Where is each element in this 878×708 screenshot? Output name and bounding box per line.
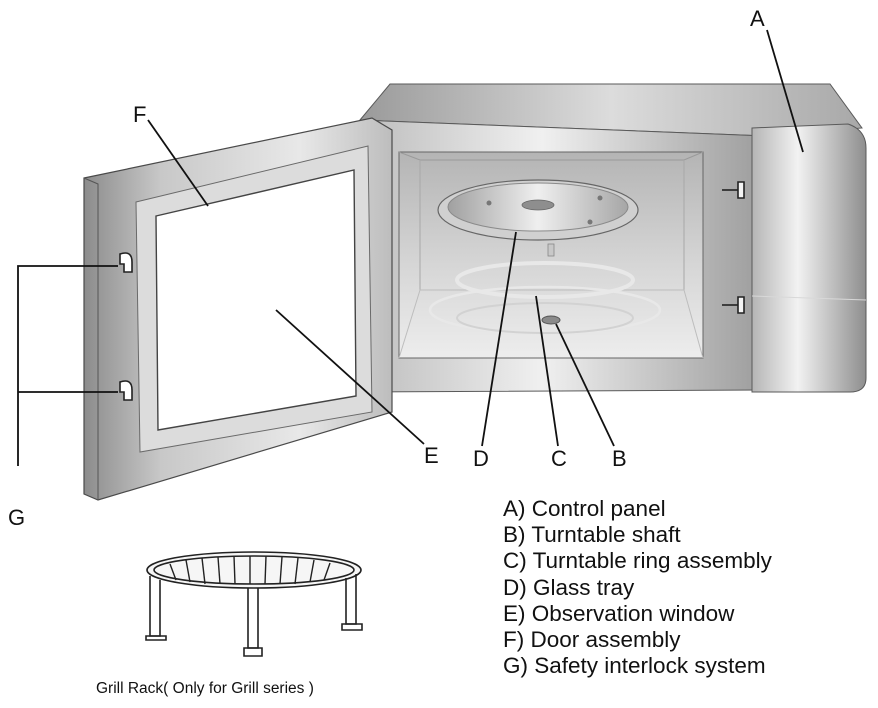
legend-item-f: F) Door assembly xyxy=(503,627,681,653)
callout-b: B xyxy=(612,446,627,471)
legend-item-a: A) Control panel xyxy=(503,496,666,521)
observation-window xyxy=(155,169,357,431)
glass-tray xyxy=(437,179,639,241)
grill-rack-caption: Grill Rack( Only for Grill series ) xyxy=(96,680,314,697)
legend-item-g: G) Safety interlock system xyxy=(503,653,766,679)
legend-item-d: D) Glass tray xyxy=(503,574,635,600)
callout-f: F xyxy=(133,102,146,127)
callout-g: G xyxy=(8,505,25,530)
callout-d: D xyxy=(473,446,489,471)
legend-item-e: E) Observation window xyxy=(503,600,735,626)
turntable-ring xyxy=(428,261,662,335)
interlock-hook-bottom xyxy=(119,380,133,401)
door-assembly xyxy=(83,117,393,501)
control-panel xyxy=(751,123,867,393)
callout-e: E xyxy=(424,443,439,468)
legend-item-b: B) Turntable shaft xyxy=(503,522,681,548)
grill-rack xyxy=(145,551,363,657)
leader-lines xyxy=(17,29,804,466)
interlock-latch-slots xyxy=(722,181,745,314)
turntable-shaft xyxy=(541,243,561,325)
callout-a: A xyxy=(750,6,765,31)
callout-c: C xyxy=(551,446,567,471)
legend-item-c: C) Turntable ring assembly xyxy=(503,548,772,574)
interlock-hook-top xyxy=(119,252,133,273)
parts-legend: A) Control panel B) Turntable shaft C) T… xyxy=(503,496,772,679)
